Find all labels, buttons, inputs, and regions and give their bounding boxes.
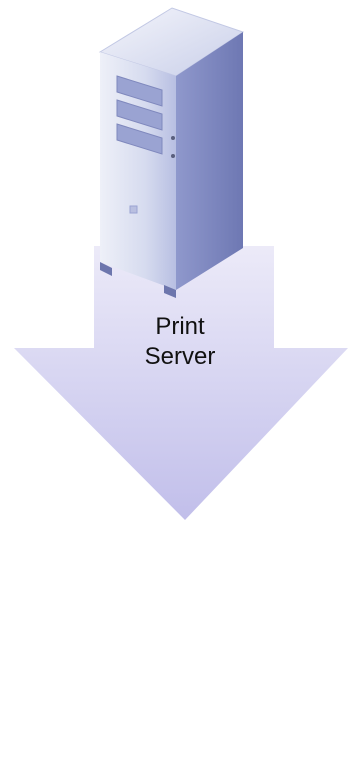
server-icon-top	[98, 7, 245, 298]
label-line-1: Print	[155, 313, 205, 340]
label-line-2: Server	[144, 343, 216, 370]
print-server-label: Print Server	[120, 312, 240, 372]
down-arrow	[14, 246, 348, 520]
